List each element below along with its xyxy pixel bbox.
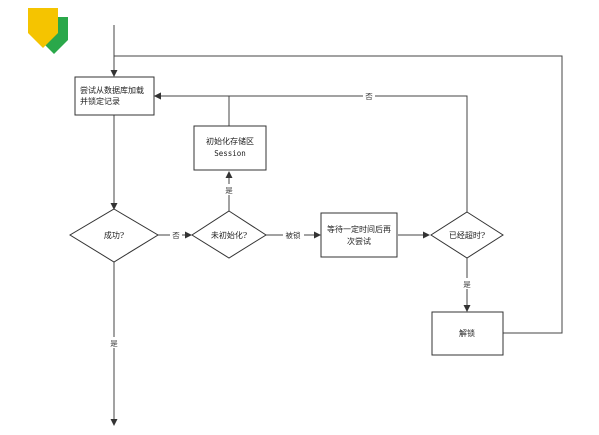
edge-init-back-to-load <box>154 92 230 126</box>
node-unlock-label: 解锁 <box>459 328 475 338</box>
node-not-initialized: 未初始化? <box>191 210 267 259</box>
edge-unlock-loop <box>114 55 563 334</box>
node-init-session-line2: Session <box>214 149 246 158</box>
edge-label-yes-success: 是 <box>110 339 118 348</box>
node-success: 成功? <box>69 208 159 263</box>
logo-icon <box>28 8 68 54</box>
node-load-lock-line1: 尝试从数据库加载 <box>80 85 144 95</box>
edge-label-yes-timeout: 是 <box>463 280 471 289</box>
node-timeout: 已经超时? <box>430 211 504 259</box>
node-not-initialized-label: 未初始化? <box>211 230 247 240</box>
node-unlock: 解锁 <box>431 311 504 356</box>
edge-label-yes-init: 是 <box>225 186 233 195</box>
edge-label-no: 否 <box>172 231 180 240</box>
node-success-label: 成功? <box>104 230 124 240</box>
node-load-lock: 尝试从数据库加载 并锁定记录 <box>74 76 155 116</box>
edge-label-no-timeout: 否 <box>365 92 373 101</box>
edge-label-locked: 被锁 <box>286 230 301 240</box>
node-wait-retry-line1: 等待一定时间后再 <box>327 224 391 234</box>
node-wait-retry-line2: 次尝试 <box>347 236 371 246</box>
node-timeout-label: 已经超时? <box>449 230 485 240</box>
node-init-session-line1: 初始化存储区 <box>206 136 254 146</box>
node-init-session: 初始化存储区 Session <box>193 125 267 171</box>
node-load-lock-line2: 并锁定记录 <box>80 96 120 106</box>
edge-timeout-no <box>154 92 468 212</box>
node-wait-retry: 等待一定时间后再 次尝试 <box>320 212 398 258</box>
